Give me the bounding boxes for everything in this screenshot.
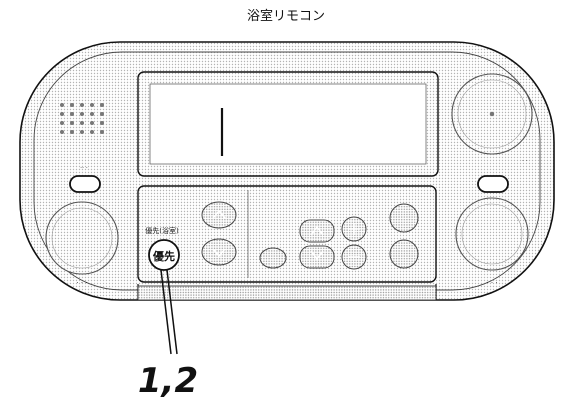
priority-button-label: 優先 [152,249,175,263]
bottom-right-large-round-button[interactable]: · · · [455,197,529,287]
right-indicator-lamp: · · [477,158,528,193]
arrow-pad[interactable] [299,219,335,269]
down-button-left[interactable] [201,238,237,266]
left-large-round-button[interactable]: · · · [45,201,119,287]
top-right-large-round-button[interactable] [451,73,533,155]
right-bottom-small-button[interactable] [389,239,419,269]
callout-leader [160,269,178,355]
speaker-grille [60,103,104,134]
diagram-title: 浴室リモコン [247,8,325,24]
svg-text:· · ·: · · · [76,279,87,287]
left-indicator-lamp: ·· · [69,165,101,193]
lower-left-small-button[interactable] [259,247,287,269]
control-panel [137,185,437,283]
minus-button[interactable] [341,244,367,270]
svg-text:·· ·: ·· · [80,165,88,172]
up-button-left[interactable] [201,201,237,229]
display-window [137,71,439,177]
priority-button[interactable]: 優先(浴室) 優先 [145,226,180,271]
svg-text:· · ·: · · · [486,279,497,287]
svg-text:· ·: · · [522,158,528,165]
priority-button-caption: 優先(浴室) [145,226,179,235]
right-top-small-button[interactable] [389,203,419,233]
callout-label: 1,2 [138,361,198,401]
plus-button[interactable] [341,216,367,242]
